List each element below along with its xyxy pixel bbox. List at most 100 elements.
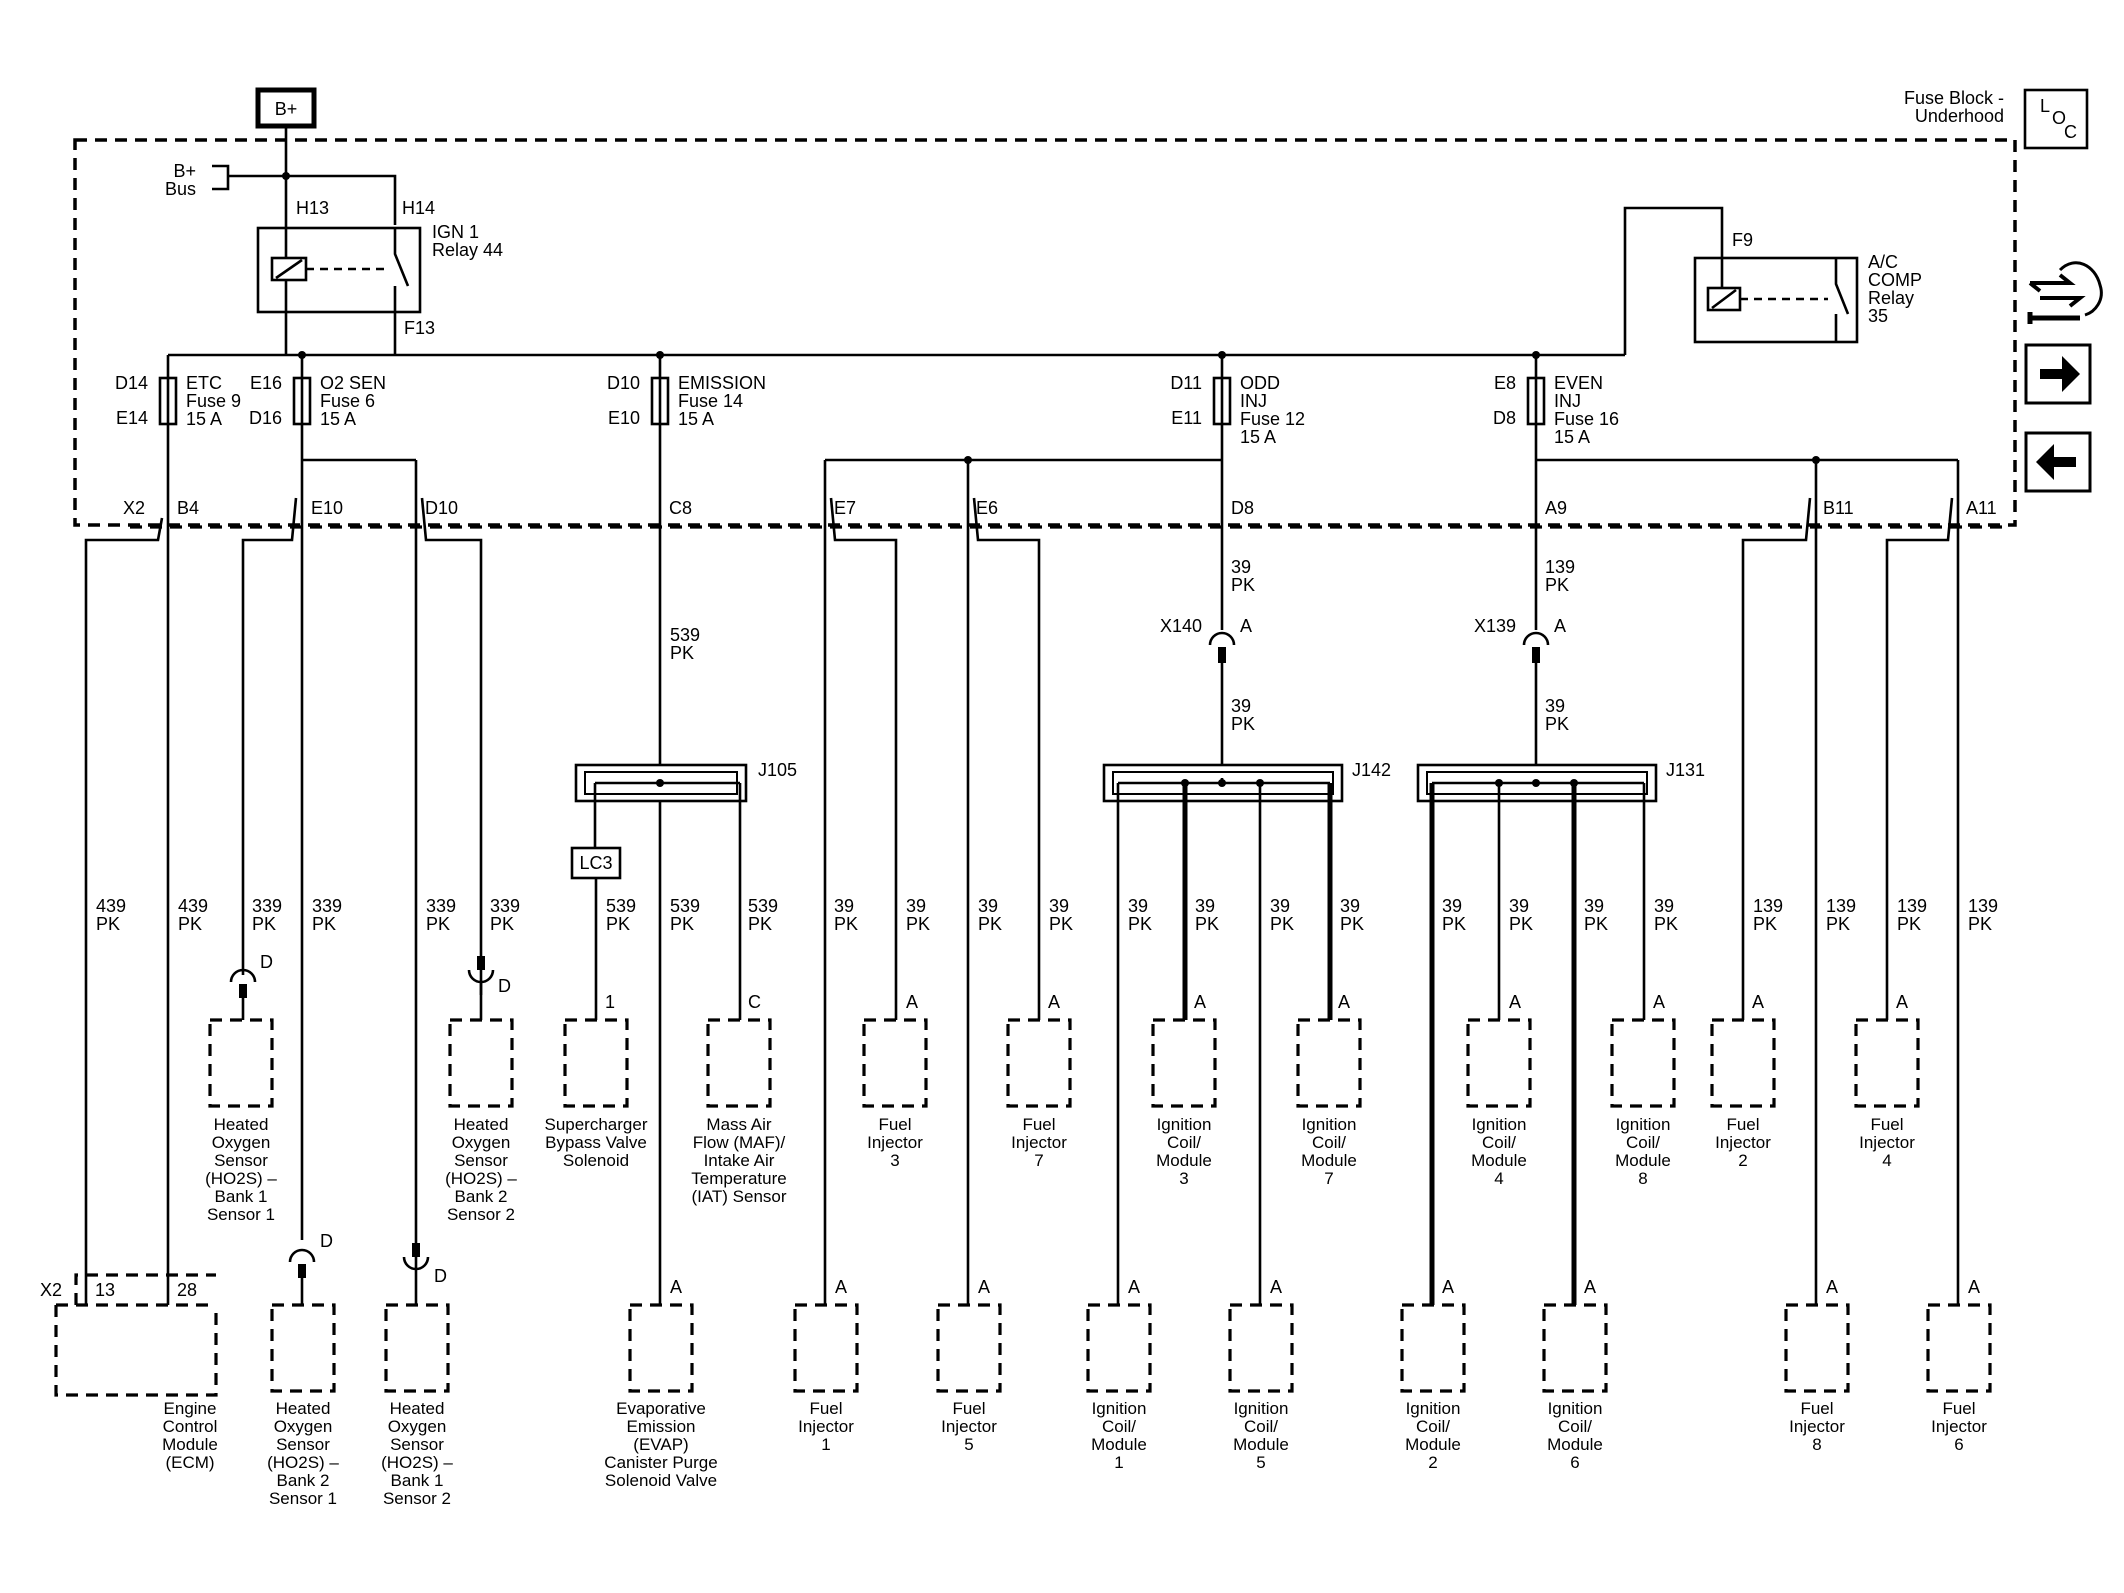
ign1-coil-slash [275, 258, 303, 280]
svg-text:D: D [320, 1231, 333, 1251]
svg-text:A: A [1194, 992, 1206, 1012]
conn-x2: X2 [123, 498, 145, 518]
previous-page-arrow-icon[interactable] [2024, 431, 2092, 493]
conn-d10: D10 [425, 498, 458, 518]
ign1-internal-wires [284, 228, 397, 312]
lc3-label: LC3 [579, 853, 612, 873]
splice-j131: J131 [1416, 760, 1705, 1305]
pin-e16: E16 [250, 373, 282, 393]
svg-text:D: D [498, 976, 511, 996]
conn-e10: E10 [311, 498, 343, 518]
pin-e14: E14 [116, 408, 148, 428]
svg-text:J105: J105 [758, 760, 797, 780]
accomp-internal-wires [1720, 258, 1850, 342]
svg-text:C: C [748, 992, 761, 1012]
ign1-switch-arm [393, 228, 410, 287]
loc-letter-o: O [2052, 108, 2066, 128]
accomp-coil-slash [1711, 288, 1737, 310]
component-locator-icon[interactable] [2027, 261, 2103, 324]
svg-text:D: D [260, 952, 273, 972]
next-page-arrow-icon[interactable] [2024, 343, 2092, 405]
svg-text:A: A [1270, 1277, 1282, 1297]
conn-d8: D8 [1231, 498, 1254, 518]
svg-text:A: A [1509, 992, 1521, 1012]
splice-j142: J142 [1102, 760, 1391, 1305]
pin-f9: F9 [1732, 230, 1753, 250]
ecm-pin-13: 13 [95, 1280, 115, 1300]
pin-d11: D11 [1170, 373, 1202, 393]
pin-d10: D10 [607, 373, 640, 393]
svg-text:1: 1 [605, 992, 615, 1012]
lower-pin-letters: A A A A A A A A A [670, 1277, 1980, 1297]
pin-e8: E8 [1494, 373, 1516, 393]
location-button[interactable] [2023, 88, 2089, 150]
x139-pin: A [1554, 616, 1566, 636]
pin-d8: D8 [1493, 408, 1516, 428]
upper-pin-letters: 1 C A A A A A A A A [605, 992, 1908, 1012]
conn-a11: A11 [1966, 498, 1997, 518]
x140-pin: A [1240, 616, 1252, 636]
pin-f13: F13 [404, 318, 435, 338]
svg-text:A: A [670, 1277, 682, 1297]
pin-h14: H14 [402, 198, 435, 218]
conn-b4: B4 [177, 498, 199, 518]
svg-text:J131: J131 [1666, 760, 1705, 780]
ecm-box [54, 1273, 218, 1397]
svg-text:A: A [1653, 992, 1665, 1012]
pin-d14: D14 [115, 373, 148, 393]
svg-text:A: A [1048, 992, 1060, 1012]
x140-label: X140 [1160, 616, 1202, 636]
ac-relay-feed-wire [1623, 206, 1724, 355]
loc-letter-c: C [2064, 122, 2077, 142]
wire-harness [84, 460, 1960, 1305]
svg-text:D: D [434, 1266, 447, 1286]
lower-components [270, 1303, 1992, 1393]
loc-letter-l: L [2040, 96, 2050, 116]
ho2s-connectors: D D D D [229, 952, 511, 1305]
pin-e11: E11 [1171, 408, 1202, 428]
